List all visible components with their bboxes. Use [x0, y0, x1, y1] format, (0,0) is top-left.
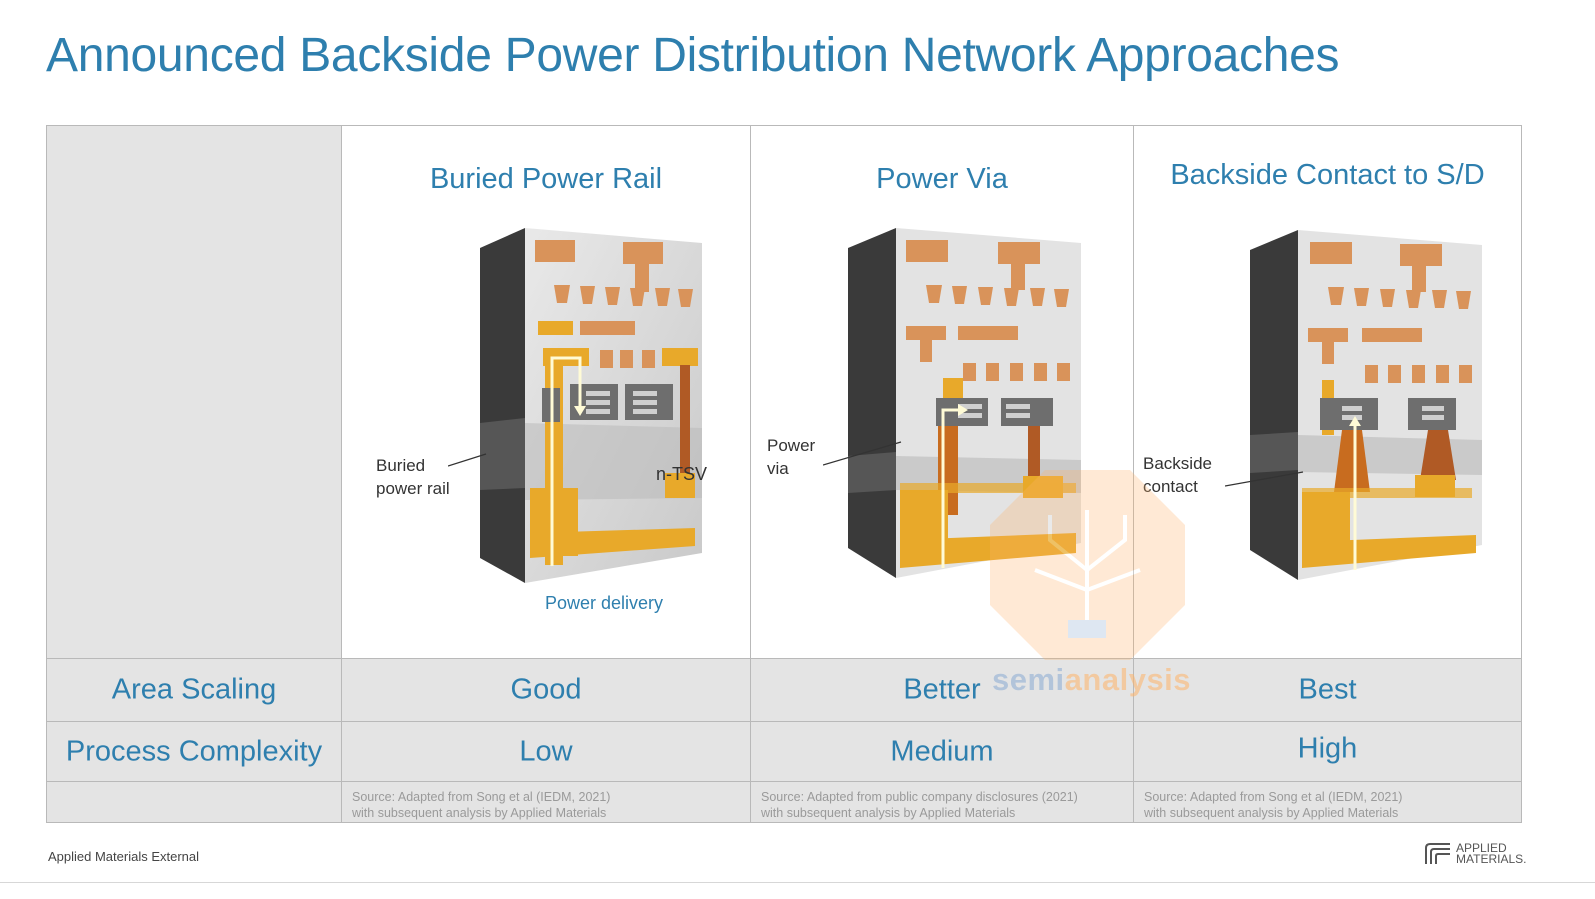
- buried-power-rail-diagram: [480, 228, 702, 583]
- semianalysis-watermark-icon: [990, 470, 1185, 660]
- source-backside-contact: Source: Adapted from Song et al (IEDM, 2…: [1134, 782, 1521, 822]
- label-ntsv: n-TSV: [656, 464, 708, 484]
- process-complexity-power-via: Medium: [751, 722, 1134, 782]
- footer-divider: [0, 882, 1595, 883]
- backside-contact-diagram: [1250, 230, 1482, 580]
- buried-power-rail-leader-line: [448, 453, 487, 467]
- heading-power-via: Power Via: [876, 163, 1008, 195]
- power-via-diagram: [848, 228, 1081, 578]
- area-scaling-power-via: Better: [751, 659, 1134, 722]
- label-power-delivery: Power delivery: [545, 593, 664, 613]
- source-row-label: [47, 782, 342, 822]
- heading-buried-power-rail: Buried Power Rail: [429, 163, 663, 195]
- source-power-via: Source: Adapted from public company disc…: [751, 782, 1134, 822]
- comparison-table: Buried Power Rail Power Via Backside Con…: [46, 125, 1522, 823]
- corner-cell: [47, 126, 342, 659]
- semianalysis-watermark-text: semianalysis: [992, 662, 1192, 697]
- slide-title: Announced Backside Power Distribution Ne…: [46, 29, 1340, 82]
- process-complexity-backside-contact: High: [1134, 722, 1521, 782]
- power-via-leader-line: [823, 441, 902, 466]
- backside-contact-leader-line: [1225, 471, 1304, 487]
- row-label-process-complexity: Process Complexity: [47, 722, 342, 782]
- area-scaling-buried-power-rail: Good: [342, 659, 751, 722]
- area-scaling-backside-contact: Best: [1134, 659, 1521, 722]
- row-label-area-scaling: Area Scaling: [47, 659, 342, 722]
- footer-label: Applied Materials External: [48, 849, 200, 864]
- heading-backside-contact: Backside Contact to S/D: [1170, 159, 1485, 191]
- applied-materials-logo-icon: [1425, 843, 1450, 864]
- process-complexity-buried-power-rail: Low: [342, 722, 751, 782]
- source-buried-power-rail: Source: Adapted from Song et al (IEDM, 2…: [342, 782, 751, 822]
